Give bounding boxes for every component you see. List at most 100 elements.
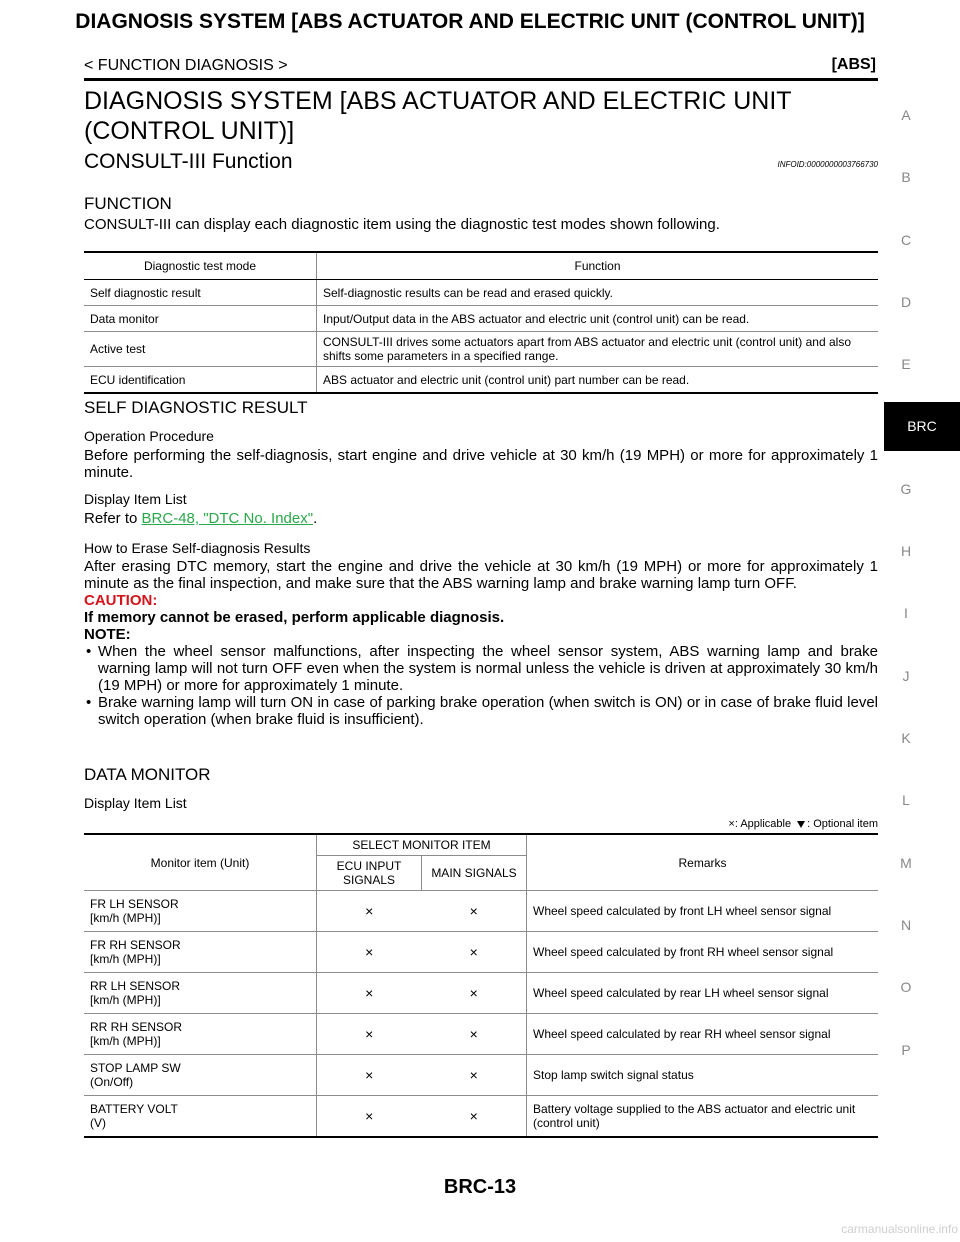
monitor-item-unit: [km/h (MPH)] [90, 952, 161, 966]
consult-heading: CONSULT-III Function [84, 150, 293, 173]
table-row: RR LH SENSOR[km/h (MPH)] × × Wheel speed… [84, 972, 878, 1014]
table-row: Active test CONSULT-III drives some actu… [84, 331, 878, 367]
monitor-item-name: RR RH SENSOR [90, 1020, 183, 1034]
page-number: BRC-13 [443, 1176, 517, 1198]
index-letter-j[interactable]: J [902, 668, 910, 684]
caution-text: If memory cannot be erased, perform appl… [84, 609, 505, 626]
diagnostic-modes-table: Diagnostic test mode Function Self diagn… [84, 251, 878, 394]
table-row: STOP LAMP SW(On/Off) × × Stop lamp switc… [84, 1054, 878, 1096]
legend: ×: Applicable: Optional item [728, 818, 878, 830]
column-header: Monitor item (Unit) [84, 833, 317, 891]
running-header-title: DIAGNOSIS SYSTEM [ABS ACTUATOR AND ELECT… [75, 10, 865, 33]
index-letter-a[interactable]: A [901, 107, 911, 123]
ecu-input-mark: × [316, 1013, 422, 1055]
ecu-input-mark: × [316, 890, 422, 932]
table-header-row: ECU INPUT SIGNALS MAIN SIGNALS [84, 855, 878, 891]
index-letter-k[interactable]: K [901, 730, 911, 746]
data-monitor-display-heading: Display Item List [84, 795, 187, 811]
function-cell: Self-diagnostic results can be read and … [316, 279, 878, 306]
monitor-item-name: STOP LAMP SW [90, 1061, 181, 1075]
function-cell: CONSULT-III drives some actuators apart … [316, 331, 878, 367]
main-signal-mark: × [421, 1013, 527, 1055]
main-signal-mark: × [421, 1054, 527, 1096]
ecu-input-mark: × [316, 972, 422, 1014]
remarks-cell: Battery voltage supplied to the ABS actu… [526, 1095, 878, 1138]
index-letter-o[interactable]: O [900, 979, 912, 995]
index-letter-h[interactable]: H [900, 543, 912, 559]
monitor-item-unit: [km/h (MPH)] [90, 993, 161, 1007]
column-header: SELECT MONITOR ITEM [316, 833, 527, 856]
mode-cell: ECU identification [84, 366, 317, 394]
caution-label: CAUTION: [84, 592, 158, 609]
info-id: INFOID:0000000003766730 [777, 160, 878, 169]
table-row: RR RH SENSOR[km/h (MPH)] × × Wheel speed… [84, 1013, 878, 1055]
display-item-list-heading: Display Item List [84, 491, 187, 507]
dtc-index-link[interactable]: BRC-48, "DTC No. Index" [141, 510, 314, 527]
header-divider [84, 78, 878, 81]
index-letter-l[interactable]: L [902, 792, 910, 808]
data-monitor-table: Monitor item (Unit) SELECT MONITOR ITEM … [84, 833, 878, 1138]
column-header: Diagnostic test mode [84, 251, 317, 280]
table-row: Data monitor Input/Output data in the AB… [84, 305, 878, 332]
table-row: FR LH SENSOR[km/h (MPH)] × × Wheel speed… [84, 890, 878, 932]
note-item: When the wheel sensor malfunctions, afte… [84, 643, 878, 694]
main-signal-mark: × [421, 931, 527, 973]
monitor-item-unit: [km/h (MPH)] [90, 911, 161, 925]
self-diag-heading: SELF DIAGNOSTIC RESULT [84, 398, 308, 417]
monitor-item-name: RR LH SENSOR [90, 979, 181, 993]
main-signal-mark: × [421, 972, 527, 1014]
mode-cell: Self diagnostic result [84, 279, 317, 306]
operation-procedure-text: Before performing the self-diagnosis, st… [84, 447, 878, 481]
table-header-row: Diagnostic test mode Function [84, 251, 878, 280]
function-cell: ABS actuator and electric unit (control … [316, 366, 878, 394]
ecu-input-mark: × [316, 931, 422, 973]
table-row: ECU identification ABS actuator and elec… [84, 366, 878, 394]
operation-procedure-heading: Operation Procedure [84, 428, 214, 444]
monitor-item-unit: (V) [90, 1116, 106, 1130]
index-letter-e[interactable]: E [901, 356, 911, 372]
column-header: Function [316, 251, 878, 280]
monitor-item-cell: FR LH SENSOR[km/h (MPH)] [84, 890, 317, 932]
remarks-cell: Wheel speed calculated by front RH wheel… [526, 931, 878, 973]
main-signal-mark: × [421, 1095, 527, 1138]
index-letter-i[interactable]: I [904, 605, 908, 621]
remarks-cell: Wheel speed calculated by front LH wheel… [526, 890, 878, 932]
index-letter-c[interactable]: C [900, 232, 912, 248]
note-label: NOTE: [84, 626, 131, 643]
monitor-item-name: FR LH SENSOR [90, 897, 179, 911]
main-signal-mark: × [421, 890, 527, 932]
mode-cell: Data monitor [84, 305, 317, 332]
active-section-tab[interactable]: BRC [884, 402, 960, 451]
index-letter-b[interactable]: B [901, 169, 911, 185]
ecu-input-mark: × [316, 1054, 422, 1096]
refer-suffix: . [313, 510, 318, 527]
monitor-item-unit: [km/h (MPH)] [90, 1034, 161, 1048]
function-cell: Input/Output data in the ABS actuator an… [316, 305, 878, 332]
monitor-item-name: FR RH SENSOR [90, 938, 181, 952]
data-monitor-heading: DATA MONITOR [84, 765, 211, 784]
monitor-item-cell: STOP LAMP SW(On/Off) [84, 1054, 317, 1096]
function-intro: CONSULT-III can display each diagnostic … [84, 216, 720, 233]
index-letter-m[interactable]: M [900, 855, 912, 871]
function-heading: FUNCTION [84, 194, 172, 213]
remarks-cell: Stop lamp switch signal status [526, 1054, 878, 1096]
index-letter-d[interactable]: D [900, 294, 912, 310]
monitor-item-cell: BATTERY VOLT(V) [84, 1095, 317, 1138]
legend-optional: : Optional item [807, 818, 878, 830]
index-letter-n[interactable]: N [900, 917, 912, 933]
column-header: MAIN SIGNALS [421, 855, 527, 891]
remarks-cell: Wheel speed calculated by rear LH wheel … [526, 972, 878, 1014]
table-row: FR RH SENSOR[km/h (MPH)] × × Wheel speed… [84, 931, 878, 973]
table-header-row: Monitor item (Unit) SELECT MONITOR ITEM … [84, 833, 878, 891]
system-label: [ABS] [831, 56, 876, 73]
table-row: BATTERY VOLT(V) × × Battery voltage supp… [84, 1095, 878, 1138]
note-item: Brake warning lamp will turn ON in case … [84, 694, 878, 728]
column-header: Remarks [526, 833, 878, 891]
erase-text: After erasing DTC memory, start the engi… [84, 558, 878, 592]
monitor-item-cell: FR RH SENSOR[km/h (MPH)] [84, 931, 317, 973]
monitor-item-unit: (On/Off) [90, 1075, 134, 1089]
index-letter-p[interactable]: P [901, 1042, 911, 1058]
table-row: Self diagnostic result Self-diagnostic r… [84, 279, 878, 306]
monitor-item-name: BATTERY VOLT [90, 1102, 178, 1116]
index-letter-g[interactable]: G [900, 481, 912, 497]
